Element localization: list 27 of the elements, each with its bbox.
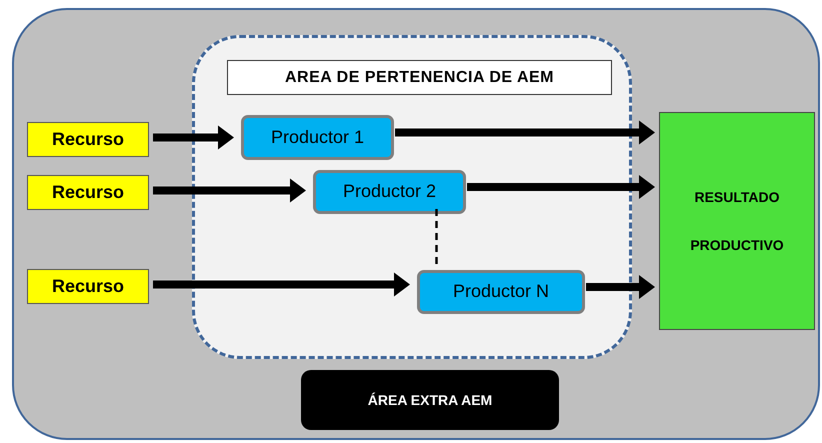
area-title-box [227, 60, 612, 95]
arrow [467, 175, 655, 199]
arrow [153, 178, 306, 202]
resource-label: Recurso [52, 276, 124, 298]
outer-region [12, 8, 820, 440]
producer-box [313, 170, 466, 214]
producer-label: Productor N [452, 281, 550, 303]
resource-label: Recurso [52, 182, 124, 204]
arrow [153, 126, 234, 150]
extra-area-box [301, 370, 559, 430]
connector-line [435, 209, 438, 265]
resource-box [27, 175, 149, 210]
producer-label: Productor 1 [270, 126, 364, 148]
area-title: AREA DE PERTENENCIA DE AEM [284, 68, 554, 88]
resource-label: Recurso [52, 128, 124, 150]
producer-label: Productor 2 [342, 181, 436, 203]
arrow [586, 275, 655, 299]
producer-box [417, 270, 585, 314]
producer-box [241, 115, 394, 160]
result-label: RESULTADO PRODUCTIVO [689, 188, 785, 255]
dashed-region [192, 35, 632, 359]
extra-area-label: ÁREA EXTRA AEM [368, 392, 492, 408]
result-box [659, 112, 815, 330]
arrow [153, 272, 410, 296]
arrow [395, 120, 655, 144]
resource-box [27, 269, 149, 304]
resource-box [27, 122, 149, 157]
